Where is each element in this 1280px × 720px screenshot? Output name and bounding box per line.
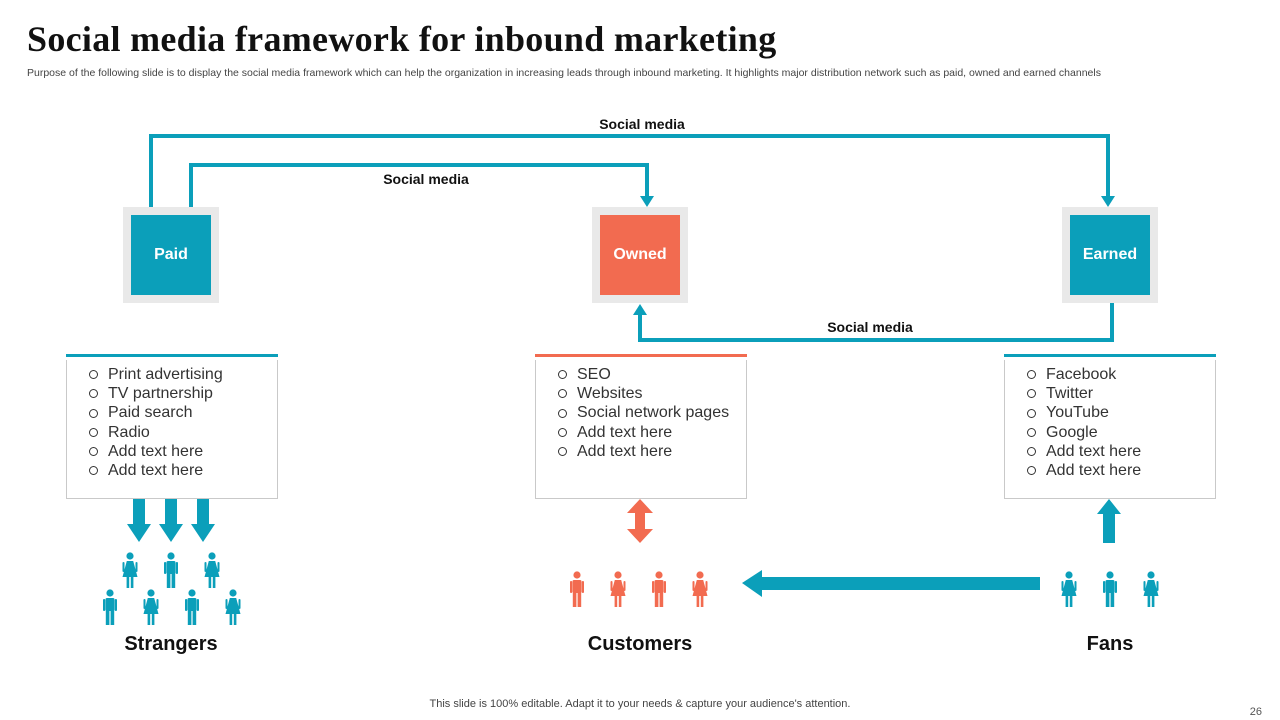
list-item: Radio	[89, 423, 223, 442]
strangers-label: Strangers	[124, 633, 218, 655]
list-item: Add text here	[89, 461, 223, 480]
slide-title: Social media framework for inbound marke…	[27, 19, 777, 59]
arrowhead-owned-top	[640, 196, 654, 207]
paid-list: Print advertising TV partnership Paid se…	[89, 365, 223, 480]
arrowhead-earned	[1101, 196, 1115, 207]
list-item: Add text here	[89, 442, 223, 461]
paid-channel-label: Paid	[131, 215, 211, 295]
list-item: Websites	[558, 384, 729, 403]
bullet-icon	[1027, 466, 1036, 476]
list-item: Add text here	[558, 442, 729, 461]
bullet-icon	[558, 427, 567, 437]
earned-channel-label: Earned	[1070, 215, 1150, 295]
list-item: Social network pages	[558, 403, 729, 422]
bullet-icon	[89, 427, 98, 437]
earned-list: Facebook Twitter YouTube Google Add text…	[1027, 365, 1141, 480]
panel-accent-bar	[535, 354, 747, 357]
owned-list-panel: SEO Websites Social network pages Add te…	[535, 354, 747, 499]
bullet-icon	[89, 446, 98, 456]
paid-channel-box: Paid	[123, 207, 219, 303]
bullet-icon	[1027, 427, 1036, 437]
connection-label-top: Social media	[599, 116, 685, 132]
customers-people	[570, 571, 708, 607]
list-item: Paid search	[89, 403, 223, 422]
bullet-icon	[1027, 370, 1036, 380]
connector-middle	[189, 163, 649, 207]
bullet-icon	[89, 408, 98, 418]
owned-list: SEO Websites Social network pages Add te…	[558, 365, 729, 461]
fans-people	[1061, 571, 1159, 607]
bullet-icon	[89, 389, 98, 399]
fans-label: Fans	[1086, 633, 1134, 655]
panel-accent-bar	[1004, 354, 1216, 357]
list-item: Add text here	[558, 423, 729, 442]
paid-list-panel: Print advertising TV partnership Paid se…	[66, 354, 278, 499]
panel-accent-bar	[66, 354, 278, 357]
bullet-icon	[558, 446, 567, 456]
arrowhead-owned-bottom	[633, 304, 647, 315]
bullet-icon	[89, 466, 98, 476]
list-item: Facebook	[1027, 365, 1141, 384]
arrow-down-icon	[127, 499, 215, 542]
strangers-people	[103, 552, 241, 625]
connector-top	[149, 134, 1110, 207]
bullet-icon	[558, 370, 567, 380]
list-item: Add text here	[1027, 461, 1141, 480]
list-item: Google	[1027, 423, 1141, 442]
bullet-icon	[1027, 408, 1036, 418]
connector-bottom	[638, 303, 1114, 342]
double-arrow-icon	[627, 499, 653, 543]
list-item: YouTube	[1027, 403, 1141, 422]
connection-label-bottom: Social media	[827, 319, 913, 335]
page-number: 26	[1249, 706, 1262, 718]
earned-channel-box: Earned	[1062, 207, 1158, 303]
owned-channel-box: Owned	[592, 207, 688, 303]
bullet-icon	[558, 408, 567, 418]
list-item: Print advertising	[89, 365, 223, 384]
bullet-icon	[1027, 389, 1036, 399]
earned-list-panel: Facebook Twitter YouTube Google Add text…	[1004, 354, 1216, 499]
list-item: SEO	[558, 365, 729, 384]
bullet-icon	[558, 389, 567, 399]
bullet-icon	[1027, 446, 1036, 456]
owned-channel-label: Owned	[600, 215, 680, 295]
customers-label: Customers	[587, 633, 693, 655]
arrow-left-icon	[742, 570, 1040, 597]
arrow-up-icon	[1097, 499, 1121, 543]
list-item: Add text here	[1027, 442, 1141, 461]
footer-note: This slide is 100% editable. Adapt it to…	[429, 698, 851, 710]
list-item: Twitter	[1027, 384, 1141, 403]
connection-label-middle: Social media	[383, 171, 469, 187]
bullet-icon	[89, 370, 98, 380]
list-item: TV partnership	[89, 384, 223, 403]
slide-subtitle: Purpose of the following slide is to dis…	[27, 67, 1101, 79]
